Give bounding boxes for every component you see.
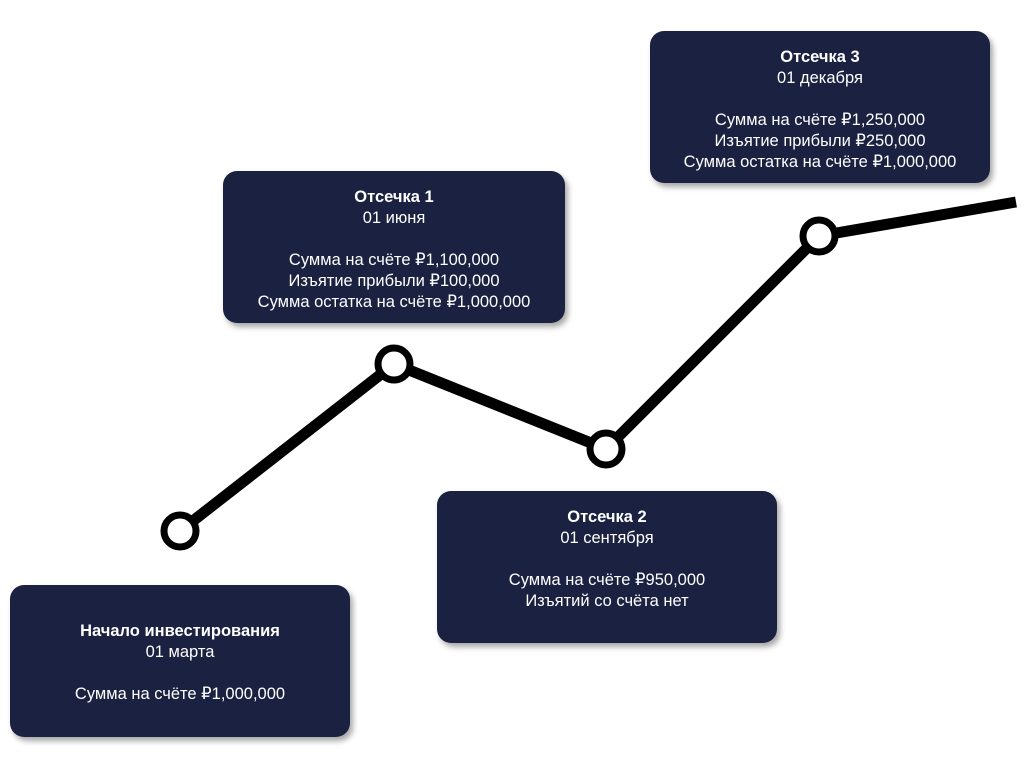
card-balance: Сумма на счёте ₽1,000,000 <box>74 685 286 703</box>
timeline-node-cut2 <box>586 429 626 469</box>
card-title: Отсечка 3 <box>780 48 860 66</box>
card-withdrawal: Изъятий со счёта нет <box>525 592 689 610</box>
card-investment-start: Начало инвестирования 01 марта Сумма на … <box>10 585 350 737</box>
card-spacer <box>223 229 565 250</box>
timeline-node-cut1 <box>374 344 414 384</box>
card-balance: Сумма на счёте ₽1,250,000 <box>714 111 926 129</box>
card-spacer <box>10 663 350 684</box>
card-cutoff-2: Отсечка 2 01 сентября Сумма на счёте ₽95… <box>437 491 777 643</box>
card-title: Начало инвестирования <box>80 622 280 640</box>
card-cutoff-3: Отсечка 3 01 декабря Сумма на счёте ₽1,2… <box>650 31 990 183</box>
card-date: 01 декабря <box>777 69 863 87</box>
card-cutoff-1: Отсечка 1 01 июня Сумма на счёте ₽1,100,… <box>223 171 565 323</box>
card-date: 01 марта <box>145 643 215 661</box>
card-balance: Сумма на счёте ₽950,000 <box>508 571 706 589</box>
timeline-node-start <box>160 511 200 551</box>
card-title: Отсечка 1 <box>354 188 434 206</box>
card-spacer <box>650 89 990 110</box>
card-withdrawal: Изъятие прибыли ₽250,000 <box>714 132 926 150</box>
card-date: 01 июня <box>362 209 426 227</box>
card-balance: Сумма на счёте ₽1,100,000 <box>288 251 500 269</box>
card-withdrawal: Изъятие прибыли ₽100,000 <box>288 272 500 290</box>
card-date: 01 сентября <box>560 529 654 547</box>
card-remaining: Сумма остатка на счёте ₽1,000,000 <box>683 153 957 171</box>
timeline-node-cut3 <box>799 216 839 256</box>
card-remaining: Сумма остатка на счёте ₽1,000,000 <box>257 293 531 311</box>
card-spacer <box>437 549 777 570</box>
card-title: Отсечка 2 <box>567 508 647 526</box>
